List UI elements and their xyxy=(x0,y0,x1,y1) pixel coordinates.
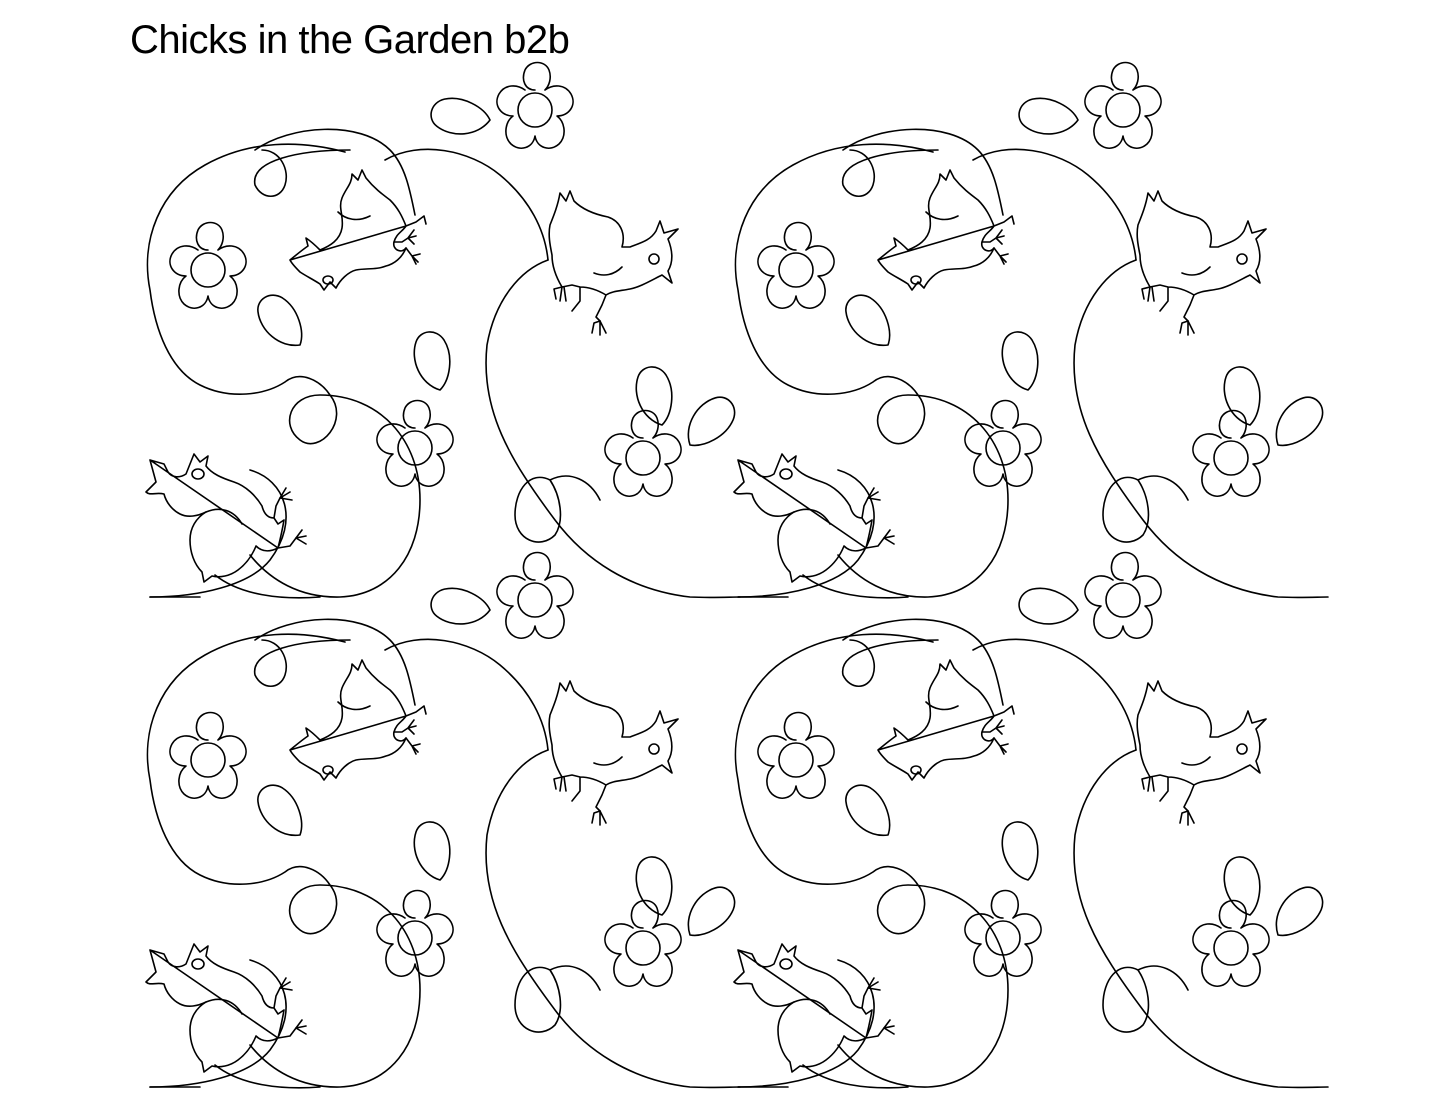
pattern-tile-bottom-right xyxy=(734,553,1331,1088)
pattern-tile-bottom-left xyxy=(146,553,743,1088)
pattern-tile-top-left xyxy=(146,63,743,598)
pattern-tile-top-right xyxy=(734,63,1331,598)
pattern-title: Chicks in the Garden b2b xyxy=(130,18,570,62)
